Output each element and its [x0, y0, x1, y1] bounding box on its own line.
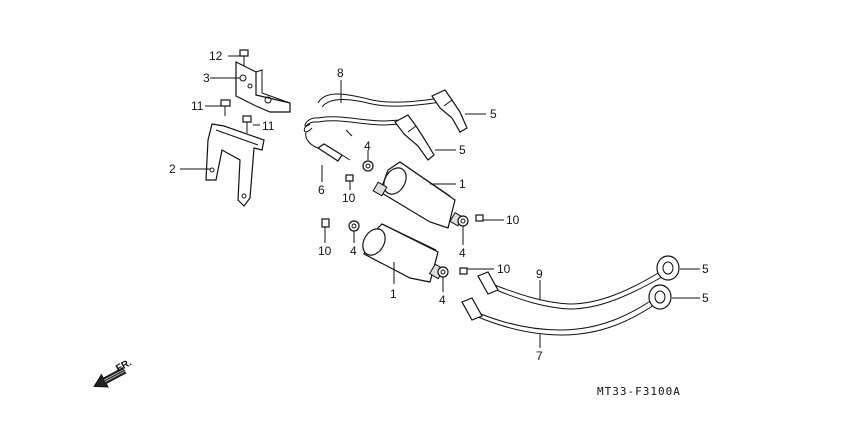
callout-7: 7	[536, 349, 543, 363]
callout-5-lead9: 5	[702, 262, 709, 276]
lead-6-connector	[305, 131, 351, 162]
callout-12: 12	[209, 49, 223, 63]
callout-6: 6	[318, 183, 325, 197]
plug-cap-upper	[431, 89, 468, 133]
nut-4-left	[348, 220, 360, 232]
callout-11-right: 11	[262, 119, 275, 133]
callout-9: 9	[536, 267, 543, 281]
callout-10-left: 10	[318, 244, 332, 258]
upper-bracket	[235, 61, 291, 113]
callout-11-left: 11	[191, 99, 204, 113]
callout-5-upper: 5	[490, 107, 497, 121]
callout-4-lower: 4	[439, 293, 446, 307]
front-direction-label: FR.	[114, 357, 134, 374]
ignition-coil-lower	[362, 223, 445, 283]
callout-4-upper: 4	[364, 139, 371, 153]
bolt-10-left	[321, 218, 330, 236]
bolt-10-upper	[345, 174, 354, 182]
plug-cap-lower	[394, 114, 435, 161]
lower-bracket	[205, 123, 265, 207]
bolt-10-lower	[459, 267, 468, 275]
callout-2: 2	[169, 162, 176, 176]
lead-9	[477, 271, 663, 310]
callout-8: 8	[337, 66, 344, 80]
callout-1-upper: 1	[459, 177, 466, 191]
callout-4-right: 4	[459, 246, 466, 260]
bolt-12	[239, 49, 249, 66]
plug-cap-7	[648, 284, 672, 310]
callout-3: 3	[203, 71, 210, 85]
leader-lines	[180, 55, 700, 348]
front-direction-arrow-icon	[93, 367, 127, 388]
bolt-10-right	[475, 214, 484, 222]
bolt-11-right	[242, 115, 252, 133]
plug-cap-9	[656, 255, 680, 281]
nut-4-upper	[362, 160, 374, 172]
nut-4-lower	[437, 266, 449, 278]
nut-4-right	[457, 215, 469, 227]
callout-10-lower: 10	[497, 262, 511, 276]
callout-4-left: 4	[350, 244, 357, 258]
lead-7	[461, 297, 658, 336]
callout-10-right: 10	[506, 213, 520, 227]
diagram-code: MT33-F3100A	[597, 385, 681, 398]
callout-5-second: 5	[459, 143, 466, 157]
lead-8	[303, 93, 441, 137]
callout-5-lead7: 5	[702, 291, 709, 305]
callout-1-lower: 1	[390, 287, 397, 301]
bolt-11-left	[220, 99, 231, 116]
ignition-coil-upper	[372, 161, 464, 229]
callout-10-upper: 10	[342, 191, 356, 205]
